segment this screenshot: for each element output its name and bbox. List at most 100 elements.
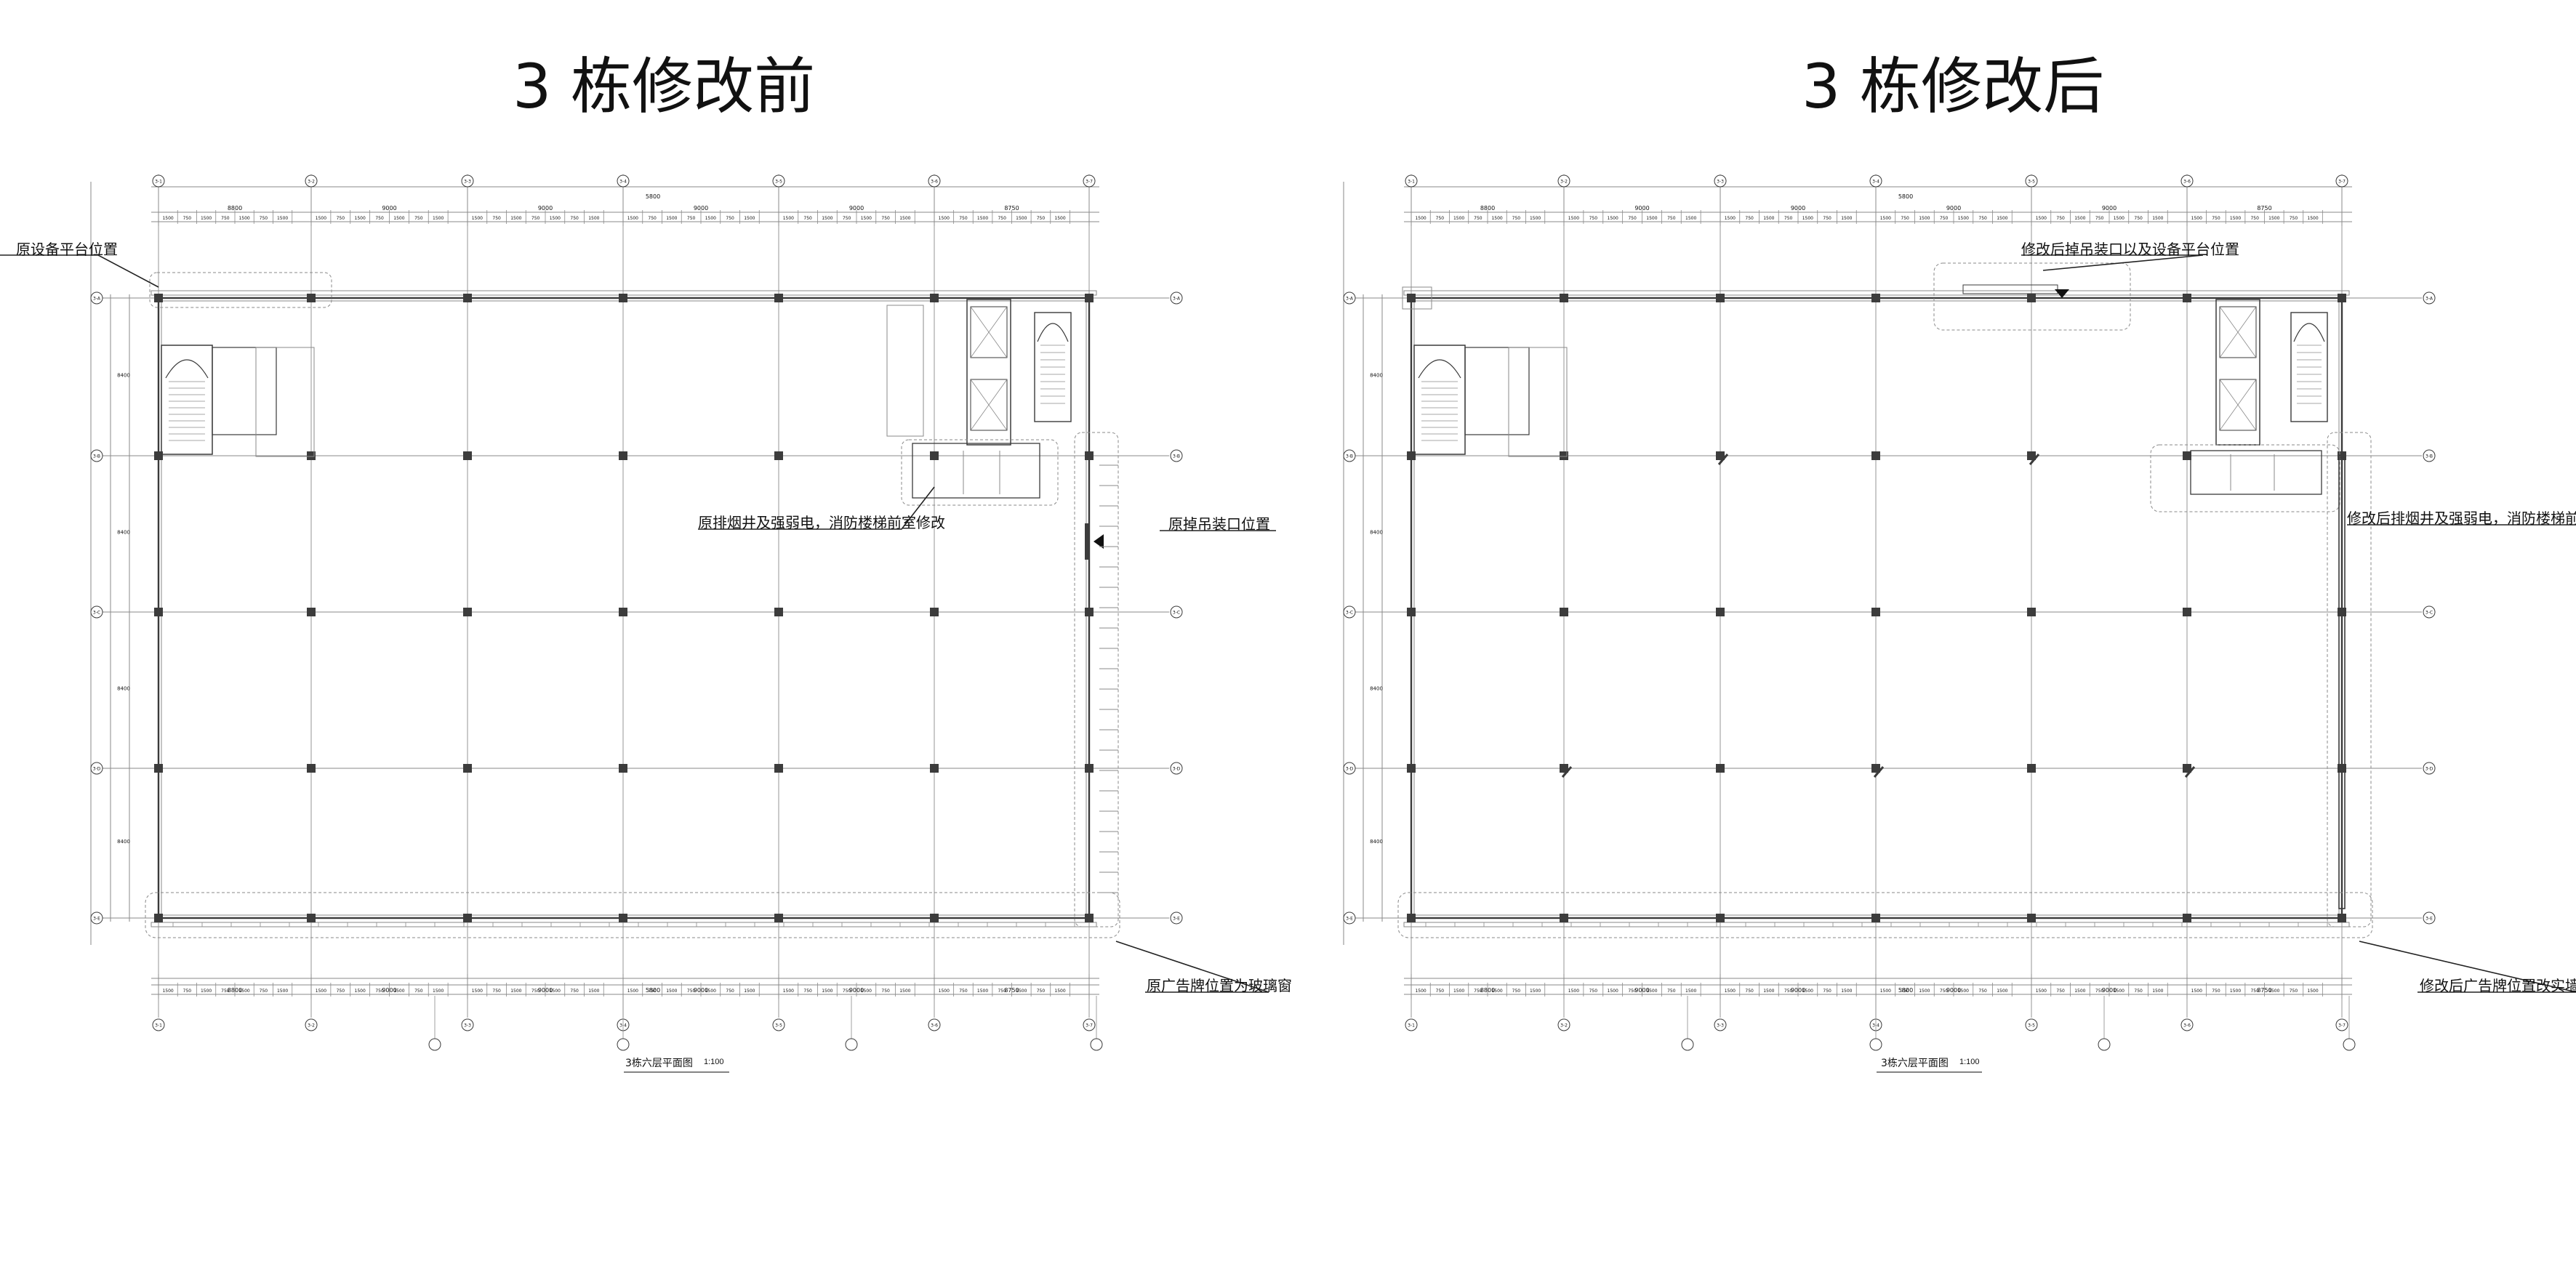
dimension-subtext: 1500 [1880, 989, 1891, 994]
dimension-subtext: 750 [1823, 989, 1831, 994]
dimension-text: 8750 [1004, 205, 1019, 212]
structural-column [2338, 294, 2346, 302]
grid-axis-label: 3-1 [1408, 1023, 1415, 1029]
dimension-subtext: 1500 [201, 989, 212, 994]
dimension-subtext: 1500 [666, 989, 677, 994]
dimension-subtext: 750 [687, 989, 696, 994]
dimension-subtext: 1500 [1997, 989, 2007, 994]
structural-column [2183, 914, 2191, 922]
structural-column [1871, 294, 1880, 302]
dimension-subtext: 1500 [2307, 216, 2318, 221]
dimension-subtext: 750 [337, 989, 345, 994]
grid-axis-label: 3-3 [1717, 180, 1724, 185]
grid-axis-bubble [1405, 174, 1418, 188]
dimension-subtext: 750 [492, 216, 501, 221]
dimension-subtext: 1500 [666, 216, 677, 221]
elevator-shaft [2219, 306, 2257, 358]
dimension-subtext: 750 [881, 989, 890, 994]
dimension-subtext: 1500 [1763, 989, 1774, 994]
structural-column [2338, 914, 2346, 922]
elevator-shaft [970, 379, 1008, 431]
dimension-subtext: 1500 [783, 216, 794, 221]
annotation-leaders [0, 254, 2576, 993]
grid-axis-label: 3-2 [308, 1023, 315, 1029]
grid-axis-bubble [461, 174, 474, 188]
dimension-subtext: 750 [1512, 989, 1521, 994]
grid-axis-label: 3-1 [1408, 180, 1415, 185]
fire-lobby [886, 305, 924, 437]
title-before: 3 栋修改前 [513, 51, 816, 122]
structural-column [930, 608, 939, 616]
structural-column [463, 764, 472, 773]
drawing-scale-after: 1:100 [1959, 1058, 1980, 1066]
elevator-core [966, 299, 1011, 446]
structural-column [154, 451, 163, 460]
grid-axis-bubble [1869, 174, 1882, 188]
grid-axis-bubble [2423, 605, 2436, 619]
dimension-subtext: 1500 [2230, 989, 2241, 994]
dimension-subtext: 1500 [1919, 989, 1930, 994]
dimension-subtext: 750 [414, 216, 423, 221]
grid-axis-bubble [1714, 1018, 1727, 1031]
grid-axis-bubble [1681, 1038, 1694, 1051]
dimension-text: 9000 [538, 205, 553, 212]
structural-column [307, 451, 316, 460]
grid-axis-bubble [617, 1038, 630, 1051]
dimension-subtext: 750 [2056, 989, 2065, 994]
dimension-subtext: 750 [1784, 989, 1793, 994]
grid-axis-label: 3-B [93, 454, 100, 459]
dimension-subtext: 1500 [1608, 216, 1618, 221]
grid-axis-label: 3-1 [155, 1023, 162, 1029]
dimension-subtext: 750 [221, 989, 230, 994]
dimension-subtext: 750 [2212, 989, 2220, 994]
dimension-subtext: 1500 [1415, 989, 1426, 994]
dimension-subtext: 750 [1901, 216, 1909, 221]
service-room [255, 347, 315, 457]
dimension-subtext: 750 [375, 989, 384, 994]
column-brace [2184, 766, 2196, 778]
structural-column [1871, 608, 1880, 616]
grid-axis-bubble [772, 1018, 785, 1031]
structural-column [1560, 451, 1568, 460]
dimension-text: 9000 [1634, 205, 1649, 212]
dimension-text: 5800 [646, 193, 660, 200]
structural-column [1085, 764, 1094, 773]
dimension-subtext: 1500 [1880, 216, 1891, 221]
dimension-subtext: 1500 [2114, 216, 2124, 221]
grid-axis-label: 3-4 [1872, 180, 1879, 185]
dimension-subtext: 1500 [393, 989, 404, 994]
structural-column [774, 914, 783, 922]
dimension-subtext: 750 [337, 216, 345, 221]
dimension-text: 5800 [1898, 193, 1913, 200]
dimension-subtext: 1500 [2036, 216, 2047, 221]
structural-column [1716, 608, 1725, 616]
revision-cloud [1397, 892, 2373, 938]
dimension-subtext: 1500 [1016, 216, 1027, 221]
dimension-subtext: 1500 [1841, 989, 1852, 994]
dimension-subtext: 1500 [1530, 989, 1541, 994]
dimension-text: 8400 [117, 530, 130, 536]
grid-axis-bubble [617, 174, 630, 188]
revision-cloud [145, 892, 1120, 938]
structural-column [154, 294, 163, 302]
grid-axis-label: 3-E [1346, 917, 1353, 922]
structural-column [930, 914, 939, 922]
dimension-subtext: 1500 [1491, 216, 1502, 221]
dimension-subtext: 1500 [1608, 989, 1618, 994]
dimension-subtext: 1500 [705, 989, 716, 994]
dimension-subtext: 1500 [2036, 989, 2047, 994]
grid-axis-bubble [1090, 1038, 1103, 1051]
grid-axis-label: 3-A [2425, 297, 2433, 302]
dimension-subtext: 1500 [510, 216, 521, 221]
grid-axis-label: 3-2 [1560, 1023, 1568, 1029]
structural-column [307, 608, 316, 616]
dimension-subtext: 1500 [627, 989, 638, 994]
dimension-subtext: 1500 [1646, 989, 1657, 994]
elevator-shaft [970, 306, 1008, 358]
structural-column [307, 764, 316, 773]
structural-column [1085, 914, 1094, 922]
structural-column [1085, 294, 1094, 302]
dimension-text: 9000 [849, 205, 864, 212]
dimension-subtext: 750 [2250, 989, 2259, 994]
dimension-subtext: 1500 [433, 216, 444, 221]
